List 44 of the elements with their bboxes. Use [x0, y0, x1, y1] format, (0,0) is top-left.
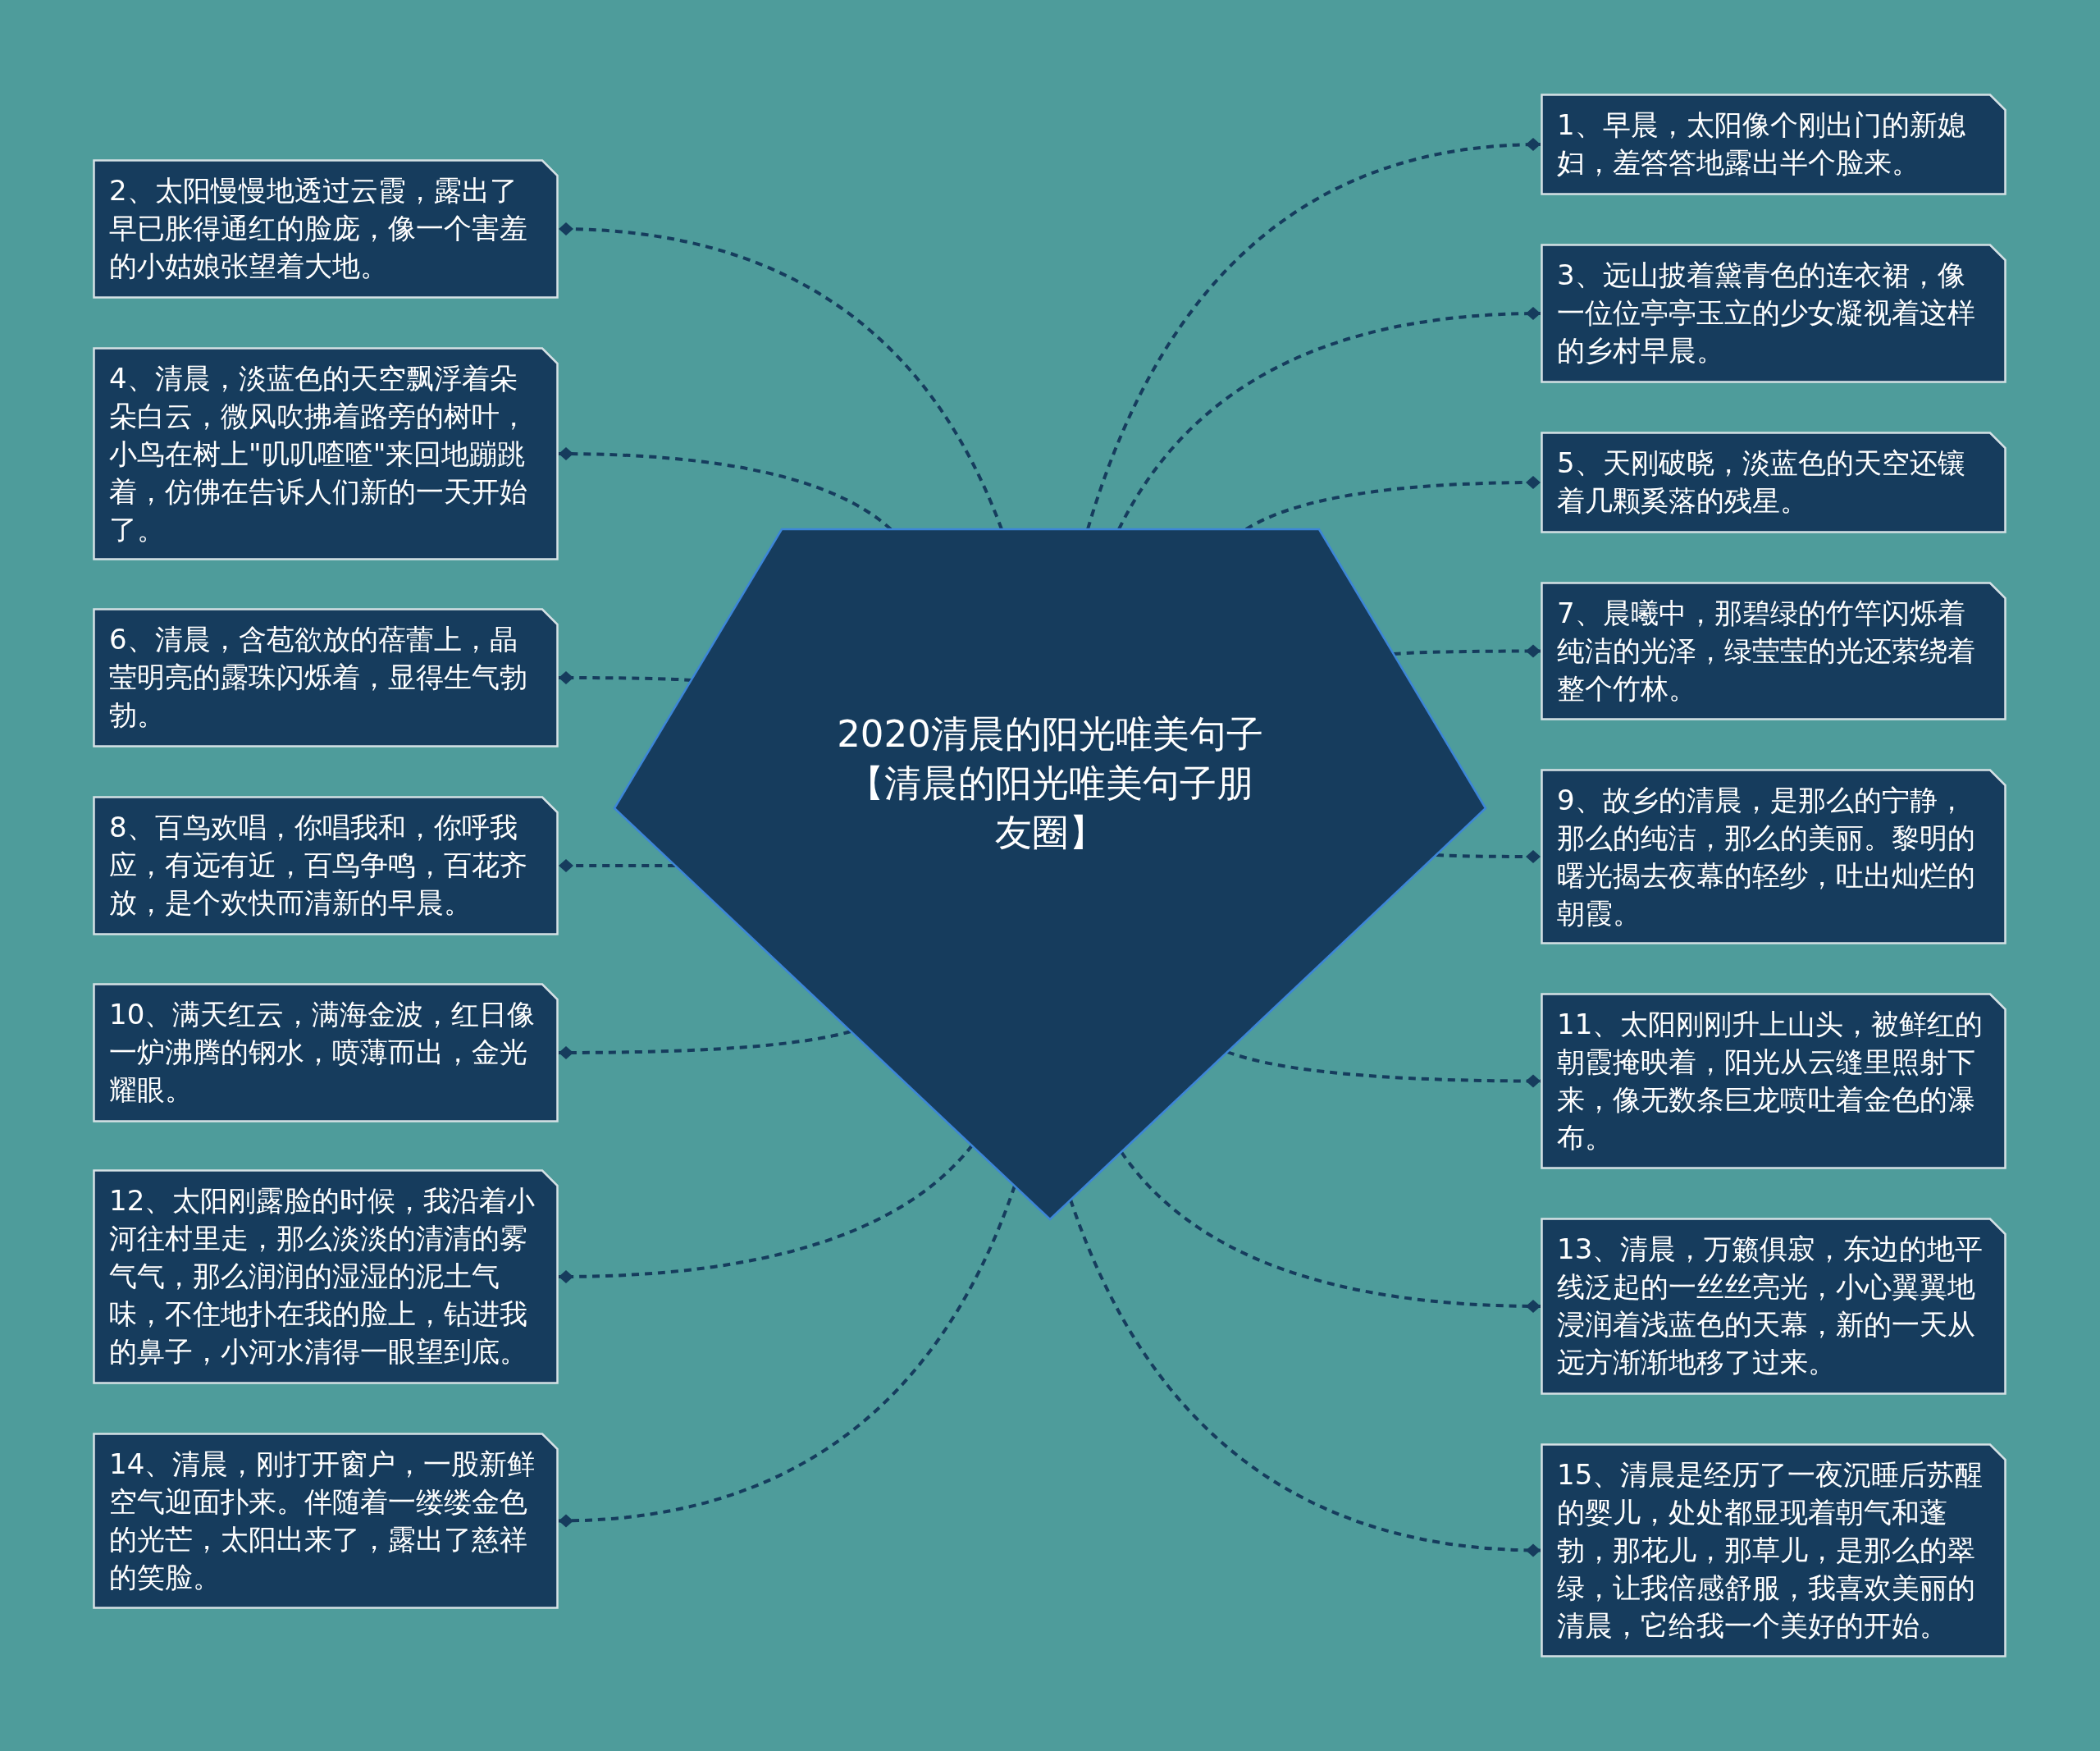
note-box — [93, 1169, 559, 1384]
note-box — [1541, 1443, 2006, 1657]
note-text: 3、远山披着黛青色的连衣裙，像一位位亭亭玉立的少女凝视着这样的乡村早晨。 — [1557, 258, 1976, 368]
note-text: 9、故乡的清晨，是那么的宁静，那么的纯洁，那么的美丽。黎明的曙光揭去夜幕的轻纱，吐出灿烂的朝霞。 — [1557, 783, 1976, 931]
connector — [1120, 1150, 1541, 1313]
note-text: 11、太阳刚刚升上山头，被鲜红的朝霞掩映着，阳光从云缝里照射下来，像无数条巨龙喷吐着金色的瀑布。 — [1557, 1007, 1984, 1155]
connector — [1226, 1050, 1541, 1088]
note-text: 12、太阳刚露脸的时候，我沿着小河往村里走，那么淡淡的清清的雾气气，那么润润的湿湿的泥土气味，不住地扑在我的脸上，钻进我的鼻子，小河水清得一眼望到底。 — [109, 1183, 536, 1369]
note-box — [93, 347, 559, 560]
note-text: 14、清晨，刚打开窗户，一股新鲜空气迎面扑来。伴随着一缕缕金色的光芒，太阳出来了，露出了慈祥的笑脸。 — [109, 1447, 536, 1595]
note-box — [1541, 432, 2006, 533]
note-box — [1541, 244, 2006, 383]
note-text: 1、早晨，太阳像个刚出门的新媳妇，羞答答地露出半个脸来。 — [1557, 107, 1966, 181]
connector — [559, 1030, 851, 1059]
note-text: 7、晨曦中，那碧绿的竹竿闪烁着纯洁的光泽，绿莹莹的光还萦绕着整个竹林。 — [1557, 596, 1976, 706]
pentagon-shape — [614, 529, 1486, 1219]
connector — [1069, 1199, 1541, 1557]
connector — [559, 671, 692, 684]
note-box — [1541, 1218, 2006, 1395]
note-box — [93, 608, 559, 747]
note-box — [93, 983, 559, 1122]
connector — [1436, 850, 1541, 863]
note-box — [93, 159, 559, 299]
note-box — [1541, 94, 2006, 195]
note-text: 5、天刚破晓，淡蓝色的天空还镶着几颗奚落的残星。 — [1557, 446, 1966, 519]
connector — [1086, 138, 1541, 530]
note-box — [1541, 993, 2006, 1169]
note-text: 10、满天红云，满海金波，红日像一炉沸腾的钢水，喷薄而出，金光耀眼。 — [109, 997, 536, 1108]
connector — [558, 1185, 1016, 1528]
note-text: 8、百鸟欢唱，你唱我和，你呼我应，有远有近，百鸟争鸣，百花齐放，是个欢快而清新的早晨。 — [109, 810, 528, 921]
note-box — [93, 1433, 559, 1609]
title-text: 2020清晨的阳光唯美句子【清晨的阳光唯美句子朋友圈】 — [836, 711, 1264, 856]
note-box — [1541, 769, 2006, 944]
connector — [1117, 307, 1541, 530]
connector — [1393, 644, 1541, 658]
connector — [559, 859, 675, 872]
note-text: 13、清晨，万籁俱寂，东边的地平线泛起的一丝丝亮光，小心翼翼地浸润着浅蓝色的天幕，新的一天从远方渐渐地移了过来。 — [1557, 1232, 1984, 1380]
note-text: 2、太阳慢慢地透过云霞，露出了早已胀得通红的脸庞，像一个害羞的小姑娘张望着大地。 — [109, 173, 528, 284]
note-text: 6、清晨，含苞欲放的蓓蕾上，晶莹明亮的露珠闪烁着，显得生气勃勃。 — [109, 622, 528, 733]
note-box — [93, 796, 559, 935]
note-box — [1541, 582, 2006, 720]
note-text: 4、清晨，淡蓝色的天空飘浮着朵朵白云，微风吹拂着路旁的树叶，小鸟在树上"叽叽喳喳"来回地蹦跳着，仿佛在告诉人们新的一天开始了。 — [109, 361, 528, 547]
note-text: 15、清晨是经历了一夜沉睡后苏醒的婴儿，处处都显现着朝气和蓬勃，那花儿，那草儿，是那么的翠绿，让我倍感舒服，我喜欢美丽的清晨，它给我一个美好的开始。 — [1557, 1457, 1984, 1644]
connector — [558, 222, 1003, 530]
